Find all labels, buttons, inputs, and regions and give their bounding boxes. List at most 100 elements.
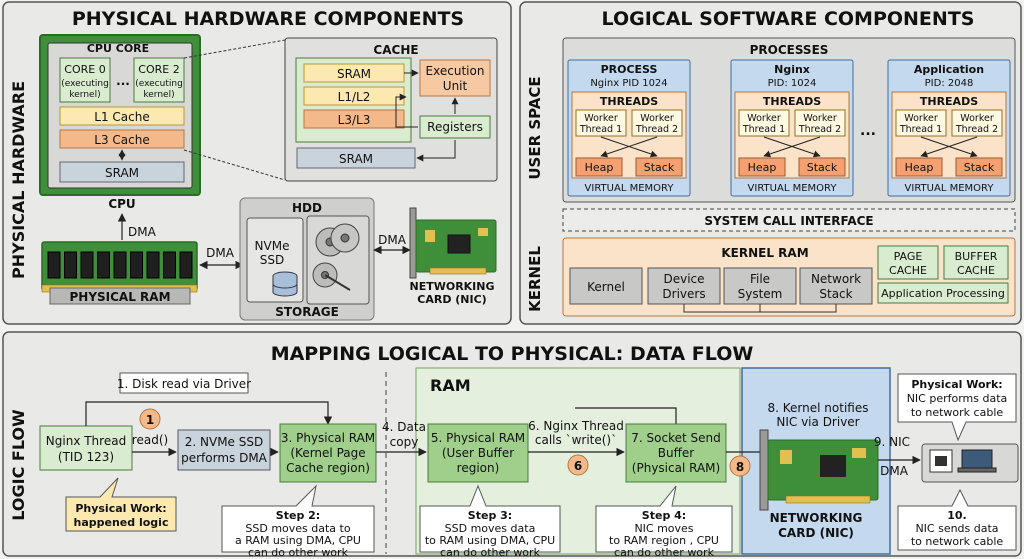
phys-ram-kernel-line3: Cache region)	[286, 461, 370, 475]
ram-region-label: RAM	[430, 376, 471, 395]
hdd-label: HDD	[292, 201, 322, 215]
step2-line2: a RAM using DMA, CPU	[235, 534, 361, 547]
step4-line3: can do other work	[614, 546, 715, 559]
heap-label: Heap	[585, 161, 614, 174]
phys-ram-kernel-line1: 3. Physical RAM	[281, 431, 375, 445]
data-copy-line2: copy	[390, 435, 419, 449]
phys-work-right-line2: NIC performs data	[907, 392, 1008, 405]
dma-left-label: DMA	[206, 246, 235, 260]
threads-label: THREADS	[920, 95, 978, 108]
software-panel: LOGICAL SOFTWARE COMPONENTS USER SPACE K…	[519, 1, 1022, 325]
network-stack-line2: Stack	[819, 287, 852, 301]
step4-line2: to RAM region , CPU	[609, 534, 719, 547]
virtual-memory-label: VIRTUAL MEMORY	[585, 183, 675, 194]
badge-8: 8	[736, 460, 744, 474]
cpu-label: CPU	[108, 197, 135, 211]
network-stack-line1: Network	[811, 272, 861, 286]
file-system-line1: File	[750, 272, 770, 286]
threads-label: THREADS	[600, 95, 658, 108]
flow-nic-line1: NETWORKING	[770, 511, 863, 525]
disk-read-label: 1. Disk read via Driver	[117, 377, 251, 391]
phys-work-right-line1: Physical Work:	[911, 378, 1002, 391]
core2-sub1: (executing	[135, 79, 183, 89]
worker2-line1: Worker	[960, 113, 994, 124]
worker2-line2: Thread 2	[798, 124, 841, 135]
storage: HDD NVMe SSD STORAGE	[239, 197, 375, 321]
execution-unit-line2: Unit	[443, 79, 468, 93]
kernel-side-label: KERNEL	[526, 246, 544, 312]
data-copy-line1: 4. Data	[382, 420, 426, 434]
dma-up-label: DMA	[128, 225, 157, 239]
ram-stick: PHYSICAL RAM	[41, 241, 198, 305]
worker1-line2: Thread 1	[579, 124, 622, 135]
cache-l3l3: L3/L3	[338, 113, 371, 127]
worker2-line2: Thread 2	[635, 124, 678, 135]
dma-right-label: DMA	[378, 233, 407, 247]
flow-side-label: LOGIC FLOW	[9, 409, 28, 521]
stack-label: Stack	[964, 161, 995, 174]
nic-line2: CARD (NIC)	[417, 293, 486, 306]
worker2-line2: Thread 2	[955, 124, 998, 135]
core-dots: ...	[116, 74, 130, 88]
nvme-dma-line1: 2. NVMe SSD	[185, 435, 263, 449]
step10-line2: to network cable	[911, 535, 1004, 548]
nginx-write-line1: 6. Nginx Thread	[528, 419, 624, 433]
step3-line3: can do other work	[440, 546, 541, 559]
phys-ram-user-line3: region)	[457, 461, 500, 475]
process-name: Application	[914, 63, 984, 76]
worker1-line2: Thread 1	[742, 124, 785, 135]
ram-chip	[163, 251, 176, 279]
dma-flow-label: DMA	[880, 464, 909, 478]
nginx-thread-line1: Nginx Thread	[46, 434, 126, 448]
nginx-write-line2: calls `write()`	[535, 433, 617, 447]
heap-label: Heap	[748, 161, 777, 174]
virtual-memory-label: VIRTUAL MEMORY	[905, 183, 995, 194]
storage-label: STORAGE	[275, 305, 339, 319]
core0-sub2: kernel)	[69, 90, 100, 100]
device-drivers-line1: Device	[663, 272, 704, 286]
hardware-panel: PHYSICAL HARDWARE COMPONENTS PHYSICAL HA…	[2, 1, 512, 325]
worker2-line1: Worker	[640, 113, 674, 124]
badge-1: 1	[146, 413, 154, 427]
flow-title: MAPPING LOGICAL TO PHYSICAL: DATA FLOW	[271, 343, 754, 365]
kernel-label: Kernel	[587, 280, 625, 294]
cpu-sram-label: SRAM	[105, 166, 139, 180]
software-title: LOGICAL SOFTWARE COMPONENTS	[602, 8, 975, 30]
stack-label: Stack	[807, 161, 838, 174]
cache-title: CACHE	[373, 43, 418, 57]
step2-line1: SSD moves data to	[245, 522, 350, 535]
step10-line1: NIC sends data	[915, 522, 998, 535]
ram-chip	[80, 251, 94, 279]
worker2-line1: Worker	[803, 113, 837, 124]
execution-unit-line1: Execution	[426, 64, 485, 78]
hardware-title: PHYSICAL HARDWARE COMPONENTS	[72, 8, 464, 30]
hardware-side-label: PHYSICAL HARDWARE	[9, 81, 28, 279]
cpu-core-label: CPU CORE	[87, 42, 149, 55]
socket-buffer-line1: 7. Socket Send	[631, 431, 720, 445]
socket-buffer-line2: Buffer	[658, 446, 694, 460]
ram-chip	[130, 251, 143, 279]
page-cache-line1: PAGE	[894, 250, 923, 263]
cache-detail: CACHE SRAM L1/L2 L3/L3 SRAM Execution Un…	[284, 37, 498, 182]
step3-head: Step 3:	[468, 509, 512, 522]
laptop-icon	[957, 449, 997, 473]
buffer-cache-line2: CACHE	[957, 264, 995, 277]
ethernet-port-icon	[929, 449, 953, 473]
l3-cache-label: L3 Cache	[94, 133, 149, 147]
nginx-thread-line2: (TID 123)	[58, 450, 114, 464]
process-pid: Nginx PID 1024	[590, 78, 667, 89]
phys-work-right-line3: to network cable	[911, 406, 1004, 419]
flow-nic-line2: CARD (NIC)	[778, 526, 854, 540]
step4-line1: NIC moves	[634, 522, 693, 535]
processes-title: PROCESSES	[750, 43, 829, 57]
step2-head: Step 2:	[276, 509, 320, 522]
nvme-dma-line2: performs DMA	[181, 451, 268, 465]
worker1-line2: Thread 1	[899, 124, 942, 135]
ram-chip	[97, 251, 110, 279]
process-pid: PID: 2048	[925, 78, 974, 89]
step10-head: 10.	[947, 509, 967, 522]
flow-panel: MAPPING LOGICAL TO PHYSICAL: DATA FLOW L…	[2, 331, 1022, 559]
heap-label: Heap	[905, 161, 934, 174]
step4-head: Step 4:	[642, 509, 686, 522]
